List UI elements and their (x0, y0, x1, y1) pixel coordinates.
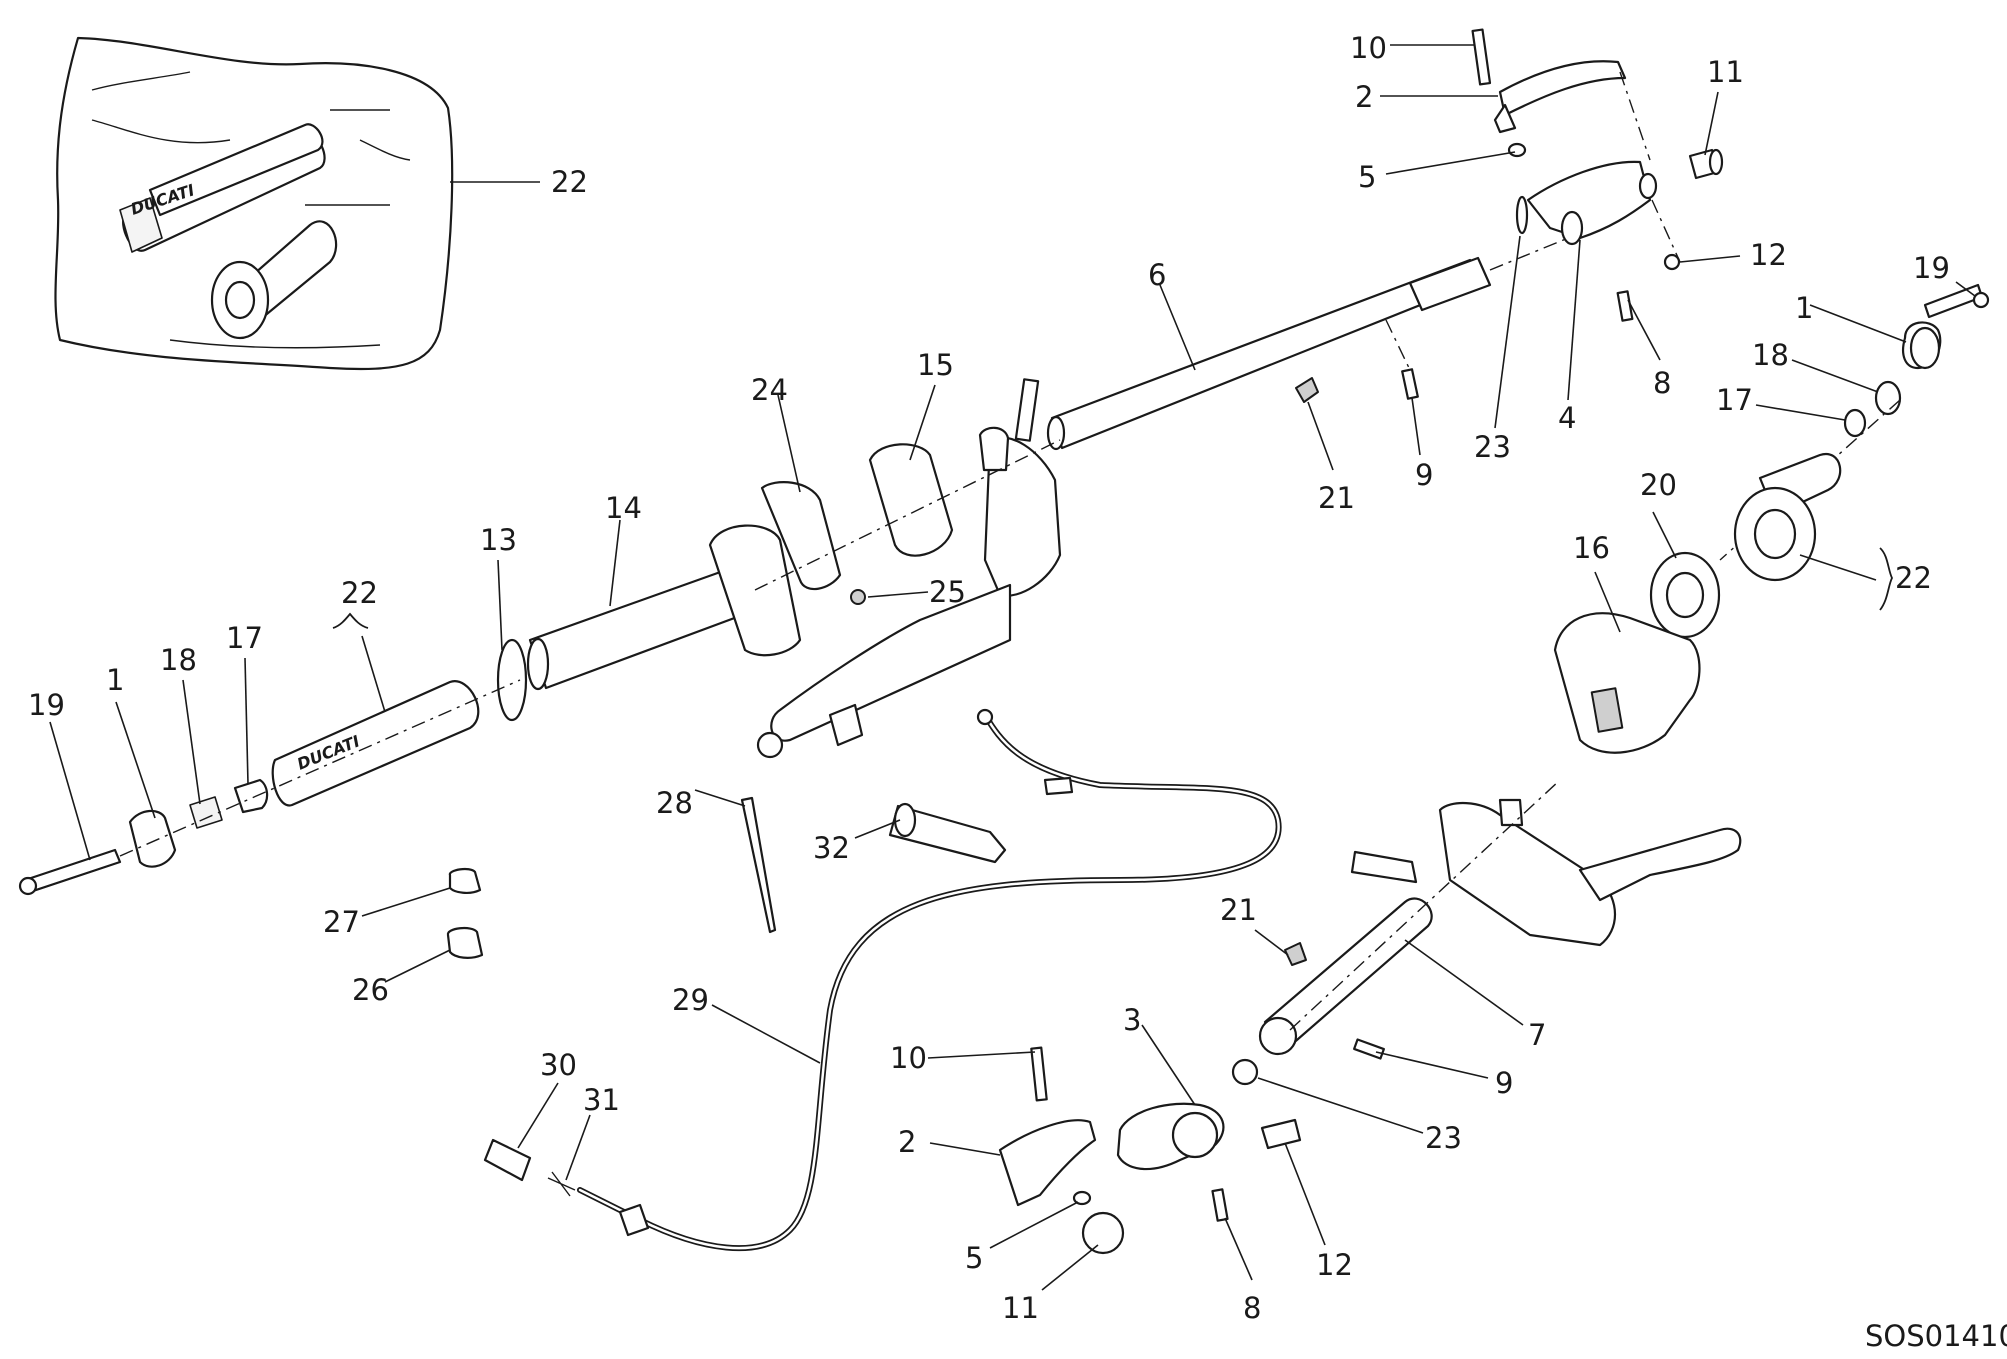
callout-8-top: 8 (1653, 366, 1671, 400)
callout-23-top: 23 (1474, 430, 1511, 464)
callout-1-right: 1 (1795, 291, 1813, 325)
callout-13: 13 (480, 523, 517, 557)
callout-3: 3 (1123, 1003, 1141, 1037)
callout-16: 16 (1573, 531, 1610, 565)
left-control-cluster (496, 378, 1062, 759)
callout-2-top: 2 (1355, 80, 1373, 114)
callout-23-bottom: 23 (1425, 1121, 1462, 1155)
callout-22-left: 22 (341, 576, 378, 610)
callout-18-right: 18 (1752, 338, 1789, 372)
top-clamp-assembly (1471, 28, 1724, 322)
callout-18-left: 18 (160, 643, 197, 677)
callout-22-kit: 22 (551, 165, 588, 199)
lower-right-assembly (483, 779, 1742, 1255)
callout-19-left: 19 (28, 688, 65, 722)
callout-8-bottom: 8 (1243, 1291, 1261, 1325)
callout-31: 31 (583, 1083, 620, 1117)
callout-17-right: 17 (1716, 383, 1753, 417)
callout-4: 4 (1558, 401, 1576, 435)
callout-10-top: 10 (1350, 31, 1387, 65)
handlebar-right-tube-6 (1046, 224, 1601, 451)
callout-9-top: 9 (1415, 458, 1433, 492)
callout-17-left: 17 (226, 621, 263, 655)
callout-6: 6 (1148, 258, 1166, 292)
callout-10-bottom: 10 (890, 1041, 927, 1075)
callout-11-bottom: 11 (1002, 1291, 1039, 1325)
callout-22-right: 22 (1895, 561, 1932, 595)
callout-32: 32 (813, 831, 850, 865)
callout-25: 25 (929, 575, 966, 609)
pin-9-and-clip-21-upper (1295, 319, 1419, 403)
callout-9-bottom: 9 (1495, 1066, 1513, 1100)
callout-21-top: 21 (1318, 481, 1355, 515)
callout-5-top: 5 (1358, 160, 1376, 194)
figure-code: SOS01410 (1865, 1319, 2007, 1353)
small-items (446, 796, 1007, 959)
callout-1-left: 1 (106, 663, 124, 697)
callout-14: 14 (605, 491, 642, 525)
callout-7: 7 (1528, 1018, 1546, 1052)
throttle-cable-29 (577, 708, 1282, 1252)
left-end-parts: DUCATI (18, 679, 521, 896)
callout-30: 30 (540, 1048, 577, 1082)
callout-12-bottom: 12 (1316, 1248, 1353, 1282)
callout-27: 27 (323, 905, 360, 939)
callout-2-bottom: 2 (898, 1125, 916, 1159)
callout-19-right: 19 (1913, 251, 1950, 285)
callout-26: 26 (352, 973, 389, 1007)
right-end-parts (1553, 283, 1990, 754)
callout-5-bottom: 5 (965, 1241, 983, 1275)
callout-21-bottom: 21 (1220, 893, 1257, 927)
callout-labels: 22 10 2 5 11 12 6 19 1 18 17 8 4 23 9 21… (28, 31, 1950, 1325)
callout-24: 24 (751, 373, 788, 407)
callout-20: 20 (1640, 468, 1677, 502)
callout-28: 28 (656, 786, 693, 820)
callout-15: 15 (917, 348, 954, 382)
callout-12-top: 12 (1750, 238, 1787, 272)
callout-11-top: 11 (1707, 55, 1744, 89)
grip-kit-bag: DUCATI (54, 36, 454, 371)
callout-29: 29 (672, 983, 709, 1017)
leader-lines (49, 44, 1976, 1291)
